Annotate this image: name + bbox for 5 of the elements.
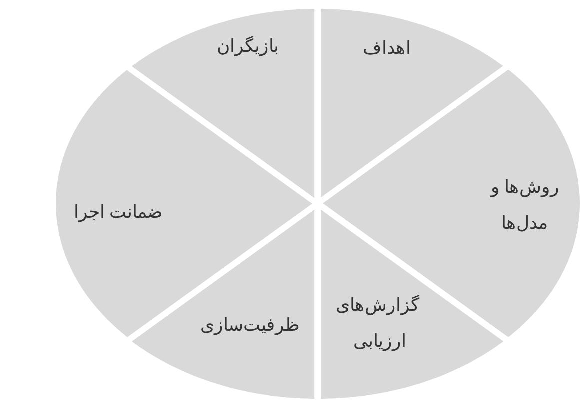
slice-label: بازیگران <box>216 35 280 58</box>
slice-label: اهداف <box>362 37 412 60</box>
slice-label: ظرفیت‌سازی <box>199 314 300 338</box>
slice-label: روش‌ها و مدل‌ها <box>489 176 560 235</box>
slice-label: ضمانت اجرا <box>72 200 164 224</box>
